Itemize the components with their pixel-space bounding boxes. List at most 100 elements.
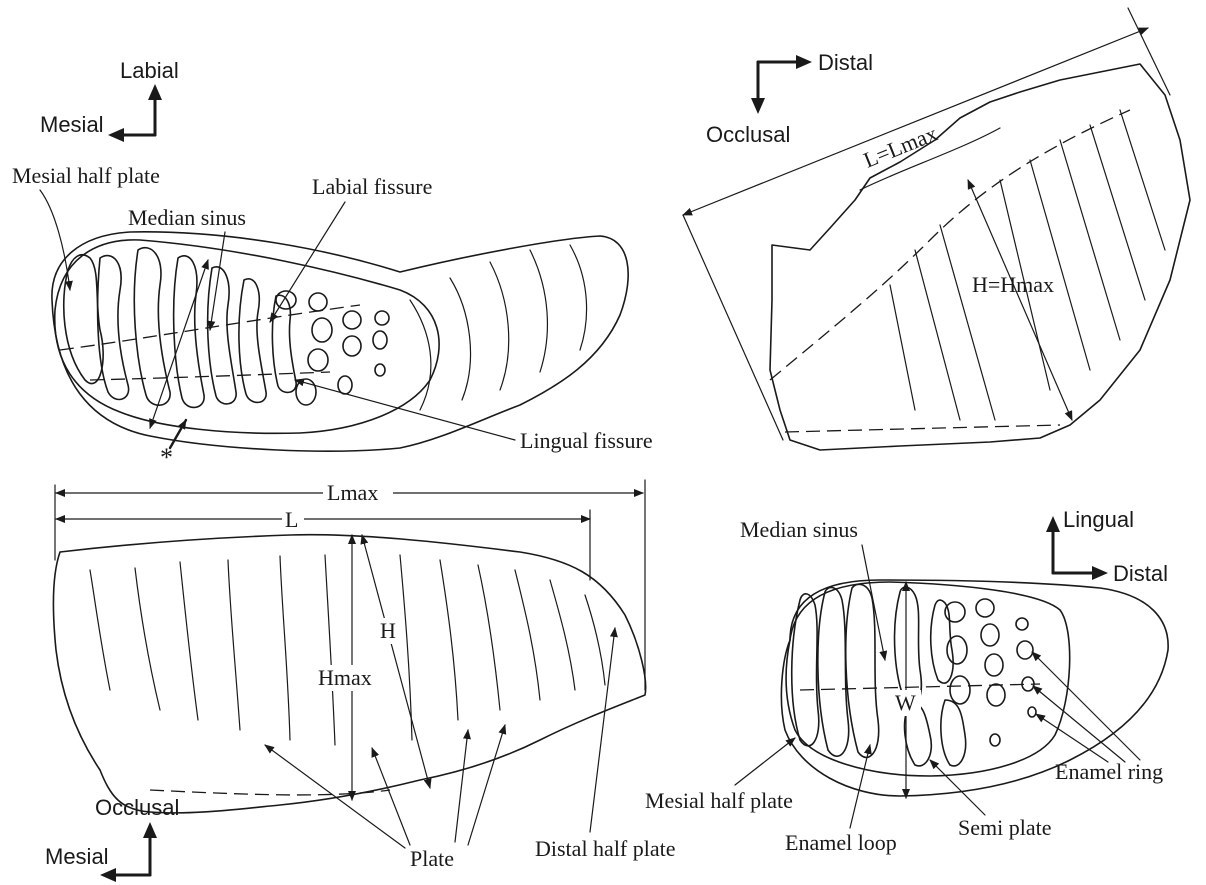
occlusal-surface-outline-bottom xyxy=(786,582,1070,776)
leader-semi-plate xyxy=(930,760,985,815)
plate-line xyxy=(280,556,290,740)
label-enamel-loop: Enamel loop xyxy=(785,830,897,855)
compass-labial-mesial: Labial Mesial xyxy=(40,58,179,142)
plate-line xyxy=(915,250,960,420)
label-lmax: Lmax xyxy=(327,480,378,505)
label-h-hmax: H=Hmax xyxy=(972,272,1054,297)
wear-line xyxy=(770,110,1130,380)
enamel-ring xyxy=(987,684,1005,706)
mesial-arrowhead-bottom xyxy=(100,868,116,882)
enamel-plates-bottom xyxy=(792,584,1036,766)
enamel-ring xyxy=(990,734,1000,746)
plate-line xyxy=(940,225,995,420)
leader-enamel-ring-3 xyxy=(1036,714,1108,762)
compass-occlusal-mesial: Occlusal Mesial xyxy=(45,795,179,882)
compass-label-distal-top: Distal xyxy=(818,50,873,75)
enamel-ring xyxy=(976,599,994,617)
leader-enamel-loop xyxy=(850,745,870,828)
plate-line xyxy=(478,565,500,710)
leader-median-sinus xyxy=(210,232,225,330)
label-distal-half-plate: Distal half plate xyxy=(535,836,676,861)
height-measure-line-top xyxy=(968,180,1072,420)
compass-lingual-distal: Lingual Distal xyxy=(1046,507,1168,586)
label-asterisk: * xyxy=(160,443,173,472)
leader-labial-fissure xyxy=(270,202,345,322)
leader-median-sinus-bottom xyxy=(862,545,885,660)
mesial-arrowhead xyxy=(108,128,124,142)
plate-line xyxy=(228,560,240,730)
panel-bottom-left: Lmax L Hmax H Plate xyxy=(45,480,676,882)
occlusal-arrowhead-bottom xyxy=(143,822,157,838)
enamel-loop xyxy=(846,584,879,757)
enamel-loop xyxy=(272,295,296,392)
enamel-ring xyxy=(312,318,332,342)
enamel-loop xyxy=(174,256,205,408)
plate-line xyxy=(585,595,605,685)
enamel-ring xyxy=(1028,707,1036,717)
ridge-line xyxy=(570,245,587,350)
length-extension-line-left xyxy=(683,215,783,440)
compass-label-labial: Labial xyxy=(120,58,179,83)
plate-line xyxy=(325,555,335,745)
leader-plate-1 xyxy=(265,745,405,848)
compass-label-lingual: Lingual xyxy=(1063,507,1134,532)
enamel-loop xyxy=(134,248,170,406)
occlusal-surface-outline xyxy=(55,240,439,433)
compass-label-occlusal-top: Occlusal xyxy=(706,122,790,147)
plate-line xyxy=(1090,125,1145,300)
compass-label-mesial: Mesial xyxy=(40,112,104,137)
enamel-ring xyxy=(985,654,1003,676)
label-plate: Plate xyxy=(410,846,454,871)
tooth-outline-lateral-top xyxy=(770,64,1190,450)
label-median-sinus-bottom: Median sinus xyxy=(740,517,858,542)
width-measure-line xyxy=(150,260,208,428)
compass-label-distal-bottom: Distal xyxy=(1113,561,1168,586)
leader-mesial-half-plate-bottom xyxy=(735,738,795,785)
enamel-ring xyxy=(981,624,999,646)
label-mesial-half-plate-top: Mesial half plate xyxy=(12,163,160,188)
enamel-ring xyxy=(343,336,361,356)
plate-line xyxy=(890,285,915,410)
label-l-lmax: L=Lmax xyxy=(860,121,941,173)
enamel-plates xyxy=(64,248,389,408)
leader-plate-3 xyxy=(455,730,468,842)
enamel-ring xyxy=(276,291,296,309)
label-enamel-ring: Enamel ring xyxy=(1055,759,1163,784)
enamel-loop xyxy=(239,279,266,403)
enamel-ring xyxy=(308,349,328,371)
compass-label-mesial-bottom: Mesial xyxy=(45,844,109,869)
enamel-ring xyxy=(338,376,352,394)
enamel-ring xyxy=(375,364,385,376)
enamel-ring xyxy=(1017,641,1033,659)
enamel-loop xyxy=(941,700,966,766)
plate-line xyxy=(515,570,540,700)
plate-line xyxy=(135,568,160,710)
ridge-line xyxy=(410,300,431,410)
enamel-ring xyxy=(373,331,387,349)
label-h: H xyxy=(380,618,396,643)
panel-top-left: Labial Mesial xyxy=(12,58,653,472)
leader-enamel-ring-2 xyxy=(1033,686,1125,762)
leader-plate-2 xyxy=(372,748,410,845)
plate-line xyxy=(550,580,575,690)
enamel-ring xyxy=(343,311,361,329)
plate-line xyxy=(1120,110,1165,250)
enamel-loop xyxy=(792,594,819,746)
enamel-ring xyxy=(375,311,389,325)
enamel-loop xyxy=(98,256,129,400)
enamel-ring xyxy=(309,293,327,311)
label-median-sinus-top: Median sinus xyxy=(128,205,246,230)
label-w: W xyxy=(895,690,916,715)
label-hmax: Hmax xyxy=(318,665,372,690)
panel-bottom-right: Lingual Distal xyxy=(645,507,1168,855)
compass-distal-occlusal: Distal Occlusal xyxy=(706,50,873,147)
plate-line xyxy=(90,570,110,690)
plate-line xyxy=(440,560,458,720)
base-line xyxy=(785,425,1060,432)
label-semi-plate: Semi plate xyxy=(958,815,1051,840)
enamel-loop xyxy=(208,267,237,404)
label-l: L xyxy=(285,507,298,532)
distal-arrowhead xyxy=(796,55,812,69)
